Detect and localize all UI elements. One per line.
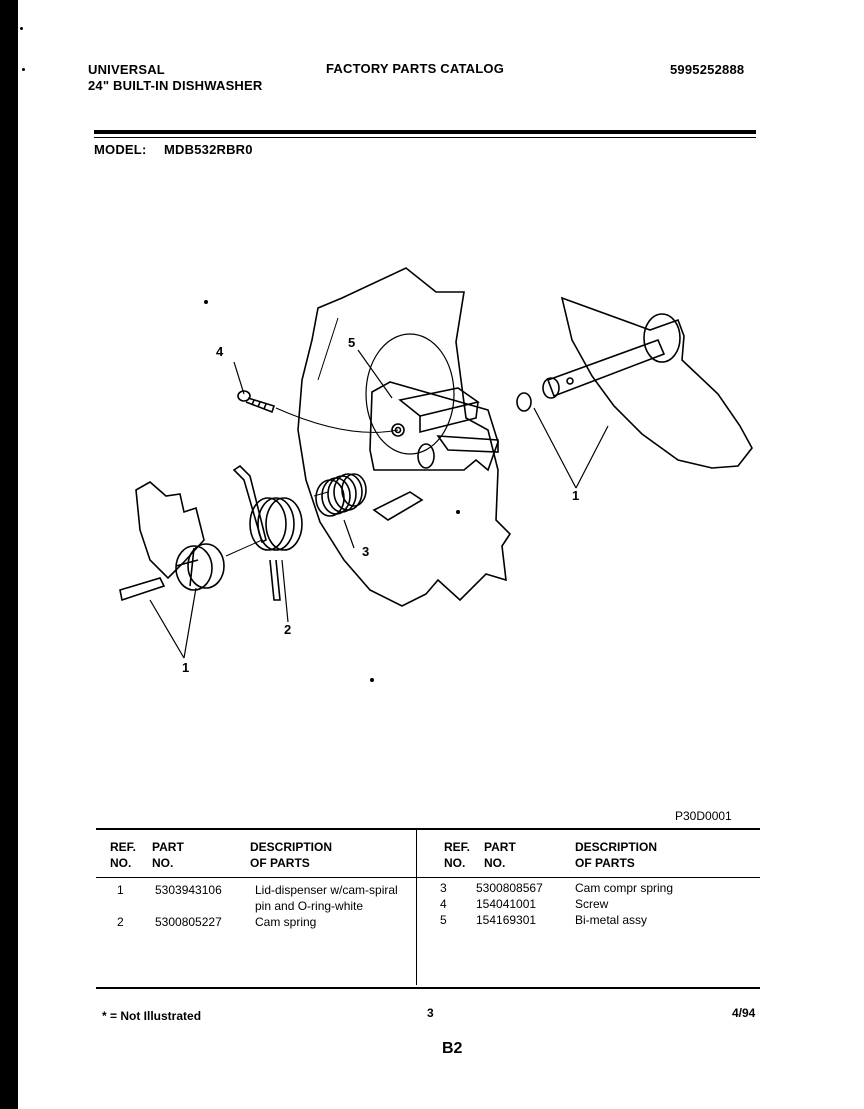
row-ref: 3 xyxy=(440,881,447,895)
row-ref: 1 xyxy=(117,883,124,897)
col-header-ref: REF.NO. xyxy=(110,840,137,870)
scan-speck xyxy=(22,68,25,71)
lid-disc xyxy=(560,296,753,469)
row-ref: 5 xyxy=(440,913,447,927)
callout-screw: 4 xyxy=(216,344,224,359)
header-rule xyxy=(94,130,756,134)
figure-code: P30D0001 xyxy=(675,809,732,823)
row-part-no: 154041001 xyxy=(476,897,537,911)
catalog-title: FACTORY PARTS CATALOG xyxy=(326,61,505,76)
row-description: Cam compr spring xyxy=(575,881,674,895)
cam-shaft xyxy=(546,338,666,398)
table-column-divider xyxy=(416,830,417,985)
model-label: MODEL: xyxy=(94,142,147,157)
callout-lid-left: 1 xyxy=(182,660,190,675)
exploded-parts-diagram xyxy=(119,267,753,682)
row-part-no: 5303943106 xyxy=(155,883,222,897)
header-rule-thin xyxy=(94,137,756,138)
table-header-rule xyxy=(96,877,760,878)
dispenser-housing xyxy=(297,267,512,607)
scan-speck xyxy=(20,27,23,30)
row-part-no: 154169301 xyxy=(476,913,537,927)
callout-lid-right: 1 xyxy=(572,488,580,503)
row-part-no: 5300808567 xyxy=(476,881,543,895)
callout-bimetal: 5 xyxy=(348,335,356,350)
row-part-no: 5300805227 xyxy=(155,915,222,929)
cam-compr-spring xyxy=(315,473,367,517)
brand-name: UNIVERSAL xyxy=(88,62,165,77)
model-value: MDB532RBR0 xyxy=(164,142,253,157)
row-ref: 4 xyxy=(440,897,447,911)
not-illustrated-note: * = Not Illustrated xyxy=(102,1009,202,1023)
issue-date: 4/94 xyxy=(732,1006,756,1020)
catalog-page: UNIVERSAL 24" BUILT-IN DISHWASHER FACTOR… xyxy=(18,0,864,1109)
table-bottom-rule xyxy=(96,987,760,989)
row-description: Screw xyxy=(575,897,609,911)
section-code: B2 xyxy=(442,1040,463,1057)
spiral-pin xyxy=(119,577,166,602)
page-number: 3 xyxy=(427,1006,434,1020)
callout-compr-spring: 3 xyxy=(362,544,370,559)
bimetal-assy xyxy=(369,381,499,472)
screw xyxy=(237,390,276,414)
callout-cam-spring: 2 xyxy=(284,622,292,637)
cam-spring xyxy=(232,464,303,601)
catalog-number: 5995252888 xyxy=(670,62,745,77)
table-top-rule xyxy=(96,828,760,830)
row-ref: 2 xyxy=(117,915,124,929)
col-header-ref-right: REF.NO. xyxy=(444,840,471,870)
product-name: 24" BUILT-IN DISHWASHER xyxy=(88,78,263,93)
o-ring xyxy=(516,392,532,412)
row-description: Bi-metal assy xyxy=(575,913,648,927)
cam-piece xyxy=(119,481,225,602)
row-description: Cam spring xyxy=(255,915,317,929)
